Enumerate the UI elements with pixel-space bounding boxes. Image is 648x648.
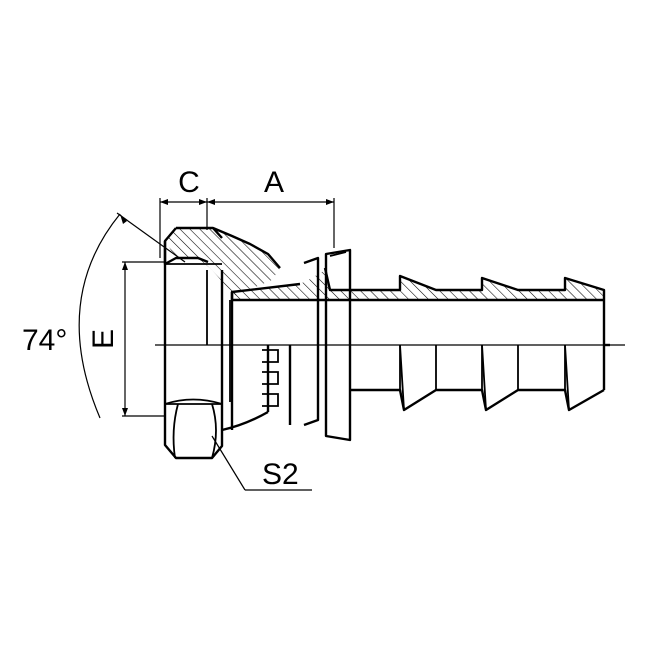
angle-label: 74°	[22, 324, 67, 357]
dimension-e	[122, 261, 165, 417]
barb-body	[262, 343, 610, 425]
dimension-a-label: A	[264, 166, 284, 199]
stem-section	[230, 248, 606, 442]
dimension-c-a	[159, 198, 335, 258]
s2-label: S2	[262, 458, 299, 491]
s2-leader	[211, 435, 312, 491]
dimension-e-label: E	[87, 329, 120, 349]
dimension-c-label: C	[178, 166, 200, 199]
hex-nut	[163, 226, 281, 460]
